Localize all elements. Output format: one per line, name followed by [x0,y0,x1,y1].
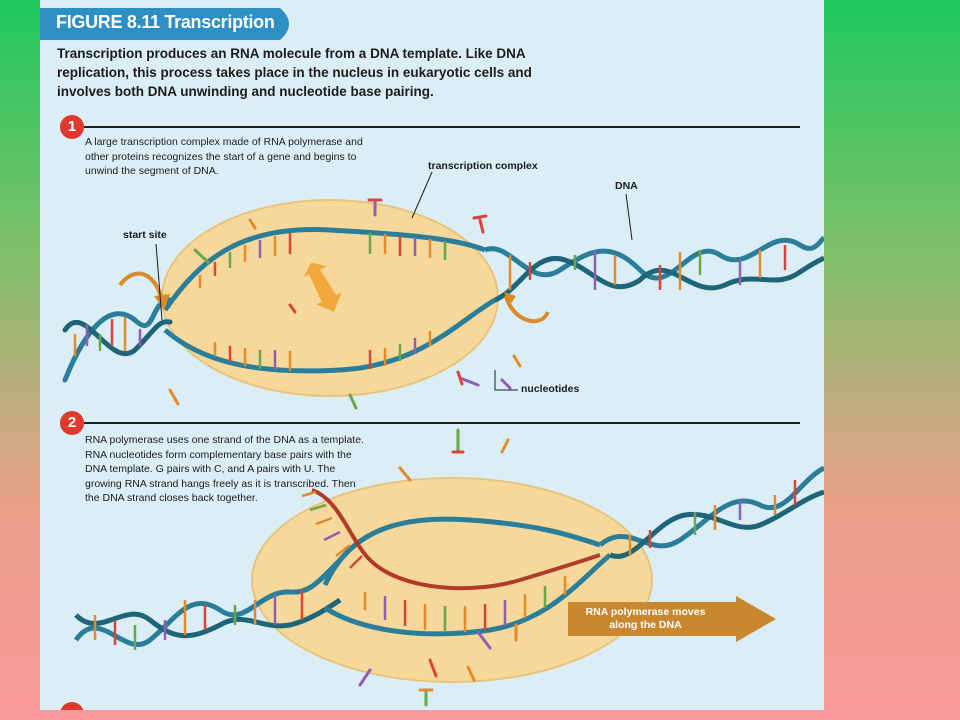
label-transcription-complex: transcription complex [428,160,538,172]
dna-helix-left-1 [62,297,173,383]
label-nucleotides: nucleotides [521,383,580,395]
rotation-arrow-right [504,295,550,324]
template-strand-2 [322,516,612,637]
label-start-site: start site [123,229,167,241]
dna-helix-right-1 [484,235,824,303]
label-polymerase-moves: RNA polymerase moves along the DNA [585,606,706,631]
figure-intro-text: Transcription produces an RNA molecule f… [57,46,532,99]
figure-panel: FIGURE 8.11 Transcription Transcription … [40,0,824,710]
free-nucleotides-2 [358,428,518,707]
step-2-rule [60,422,800,424]
step-1-rule [60,126,800,128]
label-dna: DNA [615,180,638,192]
free-nucleotides-1 [168,198,522,410]
polymerase-direction-arrow [568,596,776,642]
unwound-dna-strands-1 [162,227,497,374]
step-1-description: A large transcription complex made of RN… [85,136,363,177]
step-3-badge-partial [60,702,84,710]
separation-arrow-icon [303,262,342,312]
transcription-illustration [62,171,824,707]
figure-title: FIGURE 8.11 Transcription [56,12,275,32]
figure-title-tab [40,8,289,40]
step-2-badge: 2 [60,411,84,435]
rna-strand [301,488,601,591]
dna-helix-left-2 [73,558,342,650]
step-1-badge: 1 [60,115,84,139]
step-2-description: RNA polymerase uses one strand of the DN… [85,434,364,504]
dna-helix-right-2 [598,465,824,559]
